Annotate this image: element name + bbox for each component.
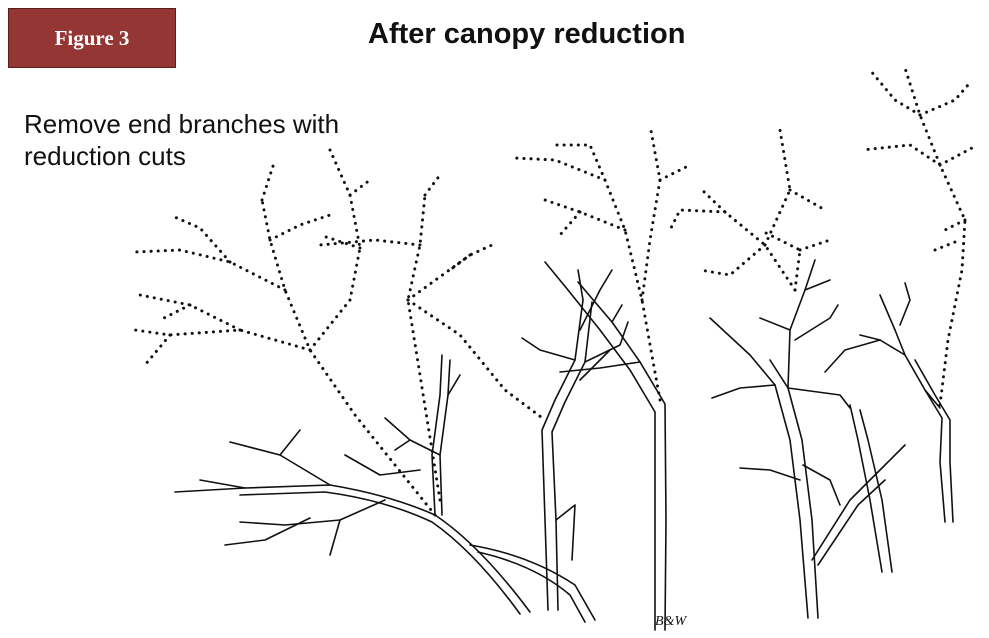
removed-branch	[270, 215, 330, 240]
removed-branch	[670, 210, 725, 230]
removed-branch	[545, 200, 625, 230]
removed-branch	[560, 212, 580, 235]
remaining-trunk	[440, 360, 450, 515]
remaining-branch	[812, 445, 905, 560]
removed-branch	[800, 240, 830, 250]
remaining-branch	[803, 465, 840, 505]
removed-branch	[940, 148, 972, 165]
remaining-branch	[522, 338, 575, 360]
removed-branch	[765, 130, 790, 245]
removed-branch	[160, 305, 190, 320]
remaining-branch	[448, 375, 460, 395]
remaining-branch	[805, 280, 830, 290]
removed-branch	[140, 295, 240, 330]
remaining-branch	[585, 322, 628, 362]
remaining-trunk	[240, 492, 520, 614]
remaining-trunk	[915, 360, 953, 522]
remaining-branch	[280, 430, 300, 455]
removed-branch	[408, 195, 440, 500]
removed-branch	[935, 240, 960, 250]
remaining-trunk	[542, 300, 583, 610]
remaining-branch	[788, 388, 850, 408]
remaining-trunk	[860, 410, 892, 572]
remaining-branch	[712, 385, 775, 398]
removed-branch	[350, 180, 370, 195]
remaining-branch	[240, 500, 385, 525]
remaining-trunk	[578, 282, 666, 630]
removed-branch	[408, 245, 492, 300]
removed-branch	[920, 85, 968, 115]
remaining-branch	[825, 340, 880, 372]
remaining-trunk	[175, 485, 530, 612]
removed-branch	[515, 158, 660, 400]
remaining-branch	[330, 520, 340, 555]
remaining-branch	[795, 305, 838, 340]
removed-branch	[310, 150, 360, 350]
removed-branch	[760, 230, 800, 290]
removed-branch	[555, 145, 605, 180]
remaining-branch	[760, 318, 790, 330]
remaining-branch	[580, 350, 610, 380]
remaining-trunk	[770, 360, 818, 618]
removed-branch	[642, 125, 660, 300]
removed-branch	[262, 160, 275, 200]
remaining-branch	[225, 518, 310, 545]
removed-branch	[700, 245, 765, 275]
remaining-branch	[880, 295, 895, 330]
remaining-branch	[788, 260, 815, 388]
removed-branch	[135, 250, 285, 290]
removed-branch	[425, 175, 440, 195]
remaining-branch	[580, 270, 612, 330]
remaining-trunk	[545, 262, 655, 630]
remaining-trunk	[710, 318, 808, 618]
removed-branch	[408, 300, 545, 420]
removed-branch	[700, 188, 795, 290]
removed-branch	[862, 145, 940, 165]
remaining-trees	[175, 260, 953, 630]
remaining-branch	[230, 442, 330, 485]
artist-signature: B&W	[655, 614, 686, 630]
removed-branch	[320, 240, 420, 245]
remaining-branch	[740, 468, 800, 480]
remaining-branch	[818, 480, 885, 565]
removed-branch	[870, 70, 920, 115]
removed-branch	[790, 190, 825, 210]
remaining-branch	[345, 455, 420, 475]
remaining-branch	[612, 305, 622, 322]
remaining-trunk	[895, 330, 945, 522]
removed-branch	[660, 165, 690, 180]
removed-branch	[905, 68, 965, 405]
removed-branch	[945, 220, 965, 230]
removed-branch	[320, 235, 360, 248]
remaining-branch	[200, 480, 245, 488]
removed-branch	[262, 200, 435, 515]
remaining-branch	[470, 545, 595, 620]
remaining-branch	[395, 440, 410, 450]
remaining-branch	[900, 283, 910, 325]
remaining-trunk	[552, 302, 592, 610]
remaining-branch	[556, 505, 575, 560]
removed-branch	[145, 335, 170, 365]
